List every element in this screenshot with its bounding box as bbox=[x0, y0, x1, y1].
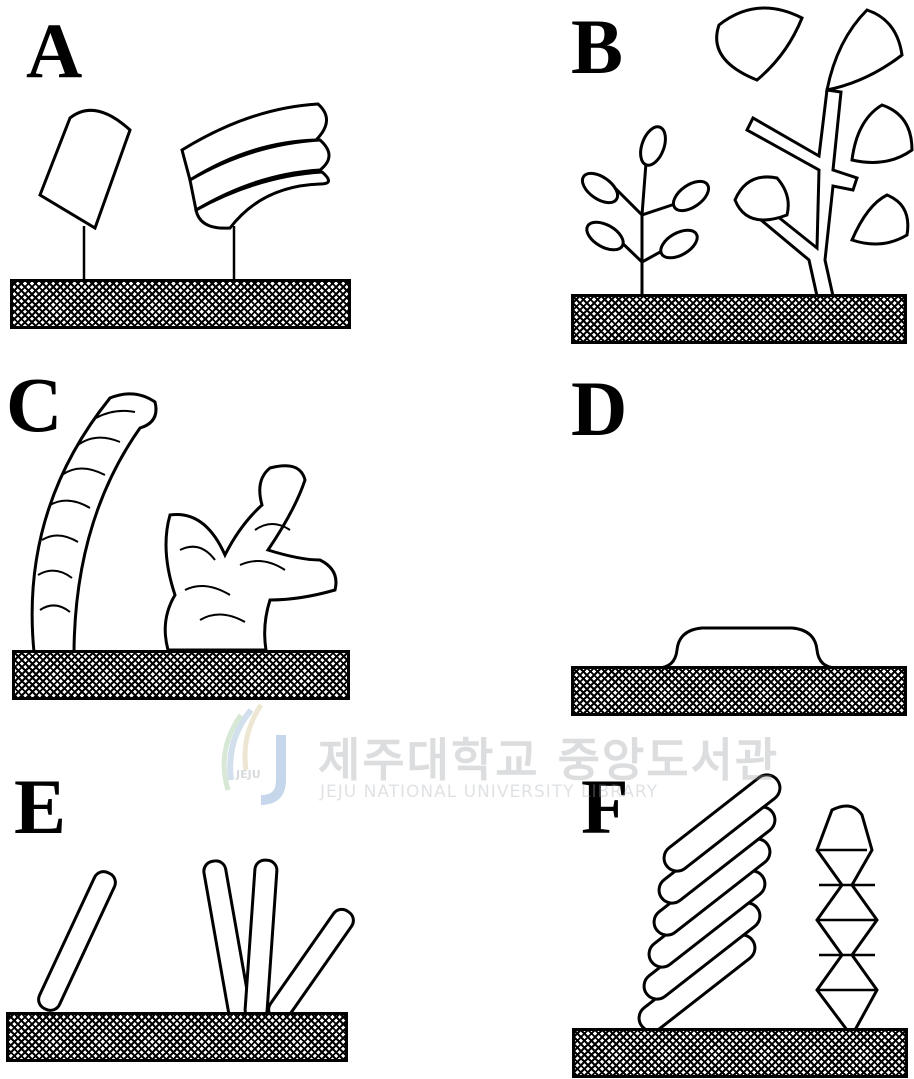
panel-b-fan-5 bbox=[852, 195, 908, 244]
panel-c: C bbox=[0, 350, 457, 710]
panel-b-branch-left bbox=[612, 150, 687, 296]
panel-c-branched-thallus bbox=[165, 466, 336, 650]
panel-b-substrate bbox=[571, 294, 907, 344]
watermark-korean-text: 제주대학교 중앙도서관 bbox=[318, 724, 779, 790]
panel-b-leaf bbox=[582, 216, 628, 255]
panel-b: B bbox=[457, 0, 914, 350]
panel-c-cellular-column bbox=[32, 394, 156, 652]
panel-a-block-cell bbox=[40, 110, 130, 228]
panel-b-fan-3 bbox=[852, 105, 912, 162]
panel-f-substrate bbox=[572, 1028, 908, 1078]
panel-b-fan-4 bbox=[735, 177, 788, 220]
panel-b-leaf bbox=[577, 168, 622, 209]
panel-d-illustration bbox=[457, 350, 914, 720]
panel-c-substrate bbox=[12, 650, 350, 700]
panel-b-leaf bbox=[668, 176, 713, 217]
panel-b-fan-1 bbox=[717, 8, 802, 80]
panel-a: A bbox=[0, 0, 457, 340]
panel-d: D bbox=[457, 350, 914, 720]
panel-e-rod bbox=[202, 859, 251, 1020]
panel-d-flat-crust bbox=[657, 628, 837, 668]
library-logo-icon bbox=[206, 700, 306, 806]
panel-e-substrate bbox=[6, 1012, 348, 1062]
panel-e-rod bbox=[244, 859, 277, 1020]
panel-a-substrate bbox=[10, 279, 351, 329]
panel-b-leaf bbox=[656, 224, 702, 263]
panel-b-fan-2 bbox=[827, 10, 902, 90]
watermark-english-text: JEJU NATIONAL UNIVERSITY LIBRARY bbox=[320, 782, 658, 802]
panel-f-twisted-chain bbox=[817, 806, 877, 1030]
panel-e-rod bbox=[265, 905, 358, 1024]
library-watermark: JEJU 제주대학교 중앙도서관 JEJU NATIONAL UNIVERSIT… bbox=[206, 700, 726, 810]
panel-e-rod bbox=[35, 868, 118, 1013]
watermark-logo-text: JEJU bbox=[236, 768, 261, 781]
panel-b-leaf bbox=[636, 123, 670, 168]
